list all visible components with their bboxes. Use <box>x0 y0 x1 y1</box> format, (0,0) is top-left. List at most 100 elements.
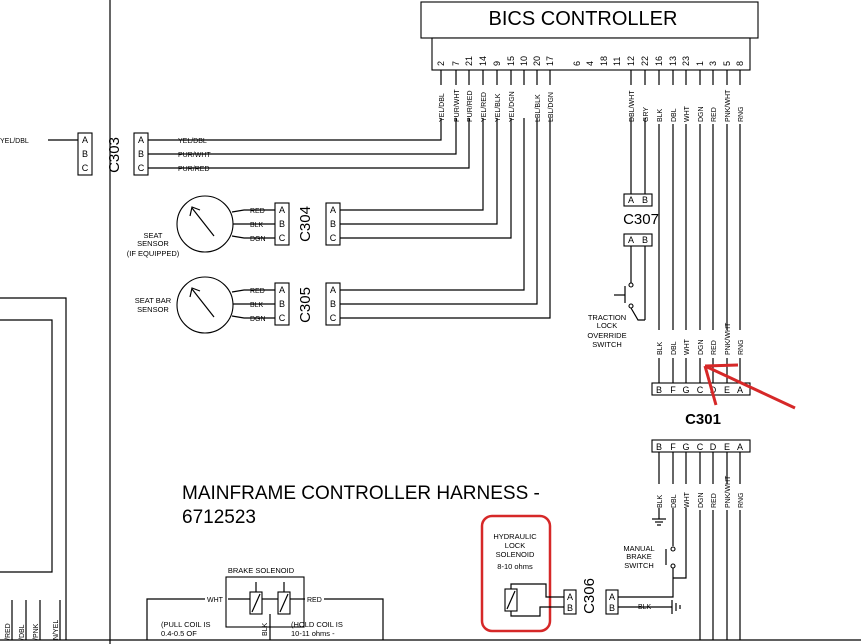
c301-upper-wire-label: DGN <box>698 339 705 355</box>
c306-wire-blk-label: BLK <box>638 604 652 611</box>
manual-brake-switch-label-2: BRAKE <box>626 552 651 561</box>
controller-pin-number: 1 <box>695 61 705 66</box>
brake-solenoid-hold-coil-slash <box>279 593 289 613</box>
c306-left-pin-a: A <box>567 592 573 602</box>
c303-right-pin-a: A <box>138 135 144 145</box>
brake-solenoid-wire-red <box>324 598 384 640</box>
c304-label: C304 <box>297 206 314 242</box>
c303-left-pin-b: B <box>82 149 88 159</box>
seat-sensor-wire-red <box>231 209 275 213</box>
c304-left-pin-block <box>274 202 290 246</box>
c301-lower-wire-label: PNK/WHT <box>725 475 732 508</box>
c303-wire-b-label: PUR/WHT <box>178 152 211 159</box>
controller-pin-number: 10 <box>519 56 529 66</box>
c304-left-pin-a: A <box>279 205 285 215</box>
hydraulic-solenoid-highlight <box>480 514 552 633</box>
c305-left-pin-c: C <box>279 313 286 323</box>
seat-bar-sensor-wire-red <box>231 289 275 293</box>
brake-solenoid-housing <box>225 576 305 628</box>
c301-upper-wire-label: DBL <box>671 341 678 355</box>
c304-right-pin-a: A <box>330 205 336 215</box>
hydraulic-solenoid-wire-a <box>510 583 564 598</box>
controller-pin-number: 6 <box>572 61 582 66</box>
c306-wire-to-brake-switch <box>618 578 674 598</box>
brake-hold-note-1: (HOLD COIL IS <box>291 620 343 629</box>
bics-controller-pin-header <box>431 37 751 71</box>
hydraulic-solenoid-label-1: HYDRAULIC <box>493 532 537 541</box>
c305-right-pin-a: A <box>330 285 336 295</box>
seat-bar-sensor-arrowhead <box>189 287 201 298</box>
controller-pin-number: 17 <box>545 56 555 66</box>
seat-sensor-wire-blk-label: BLK <box>250 222 264 229</box>
c301-lower-wire-label: DGN <box>698 492 705 508</box>
controller-wire-label: LBL/DGN <box>548 92 555 122</box>
seat-sensor-label-2: SENSOR <box>137 239 169 248</box>
c303-wire-c <box>148 118 470 169</box>
c304-left-pin-b: B <box>279 219 285 229</box>
controller-wire-label: YEL/RED <box>481 92 488 122</box>
manual-brake-switch-return <box>673 508 687 579</box>
c303-left-pin-c: C <box>82 163 89 173</box>
seat-sensor-needle <box>191 207 215 237</box>
c305-right-pin-c: C <box>330 313 337 323</box>
seat-sensor-wire-dgn-label: DGN <box>250 236 266 243</box>
c305-wire-c <box>340 118 551 319</box>
manual-brake-switch-label-3: SWITCH <box>624 561 654 570</box>
c304-left-pin-c: C <box>279 233 286 243</box>
left-frame-inner <box>0 319 53 573</box>
controller-wire-label: GRY <box>643 107 650 122</box>
controller-wire-label: PUR/RED <box>467 90 474 122</box>
controller-pin-number: 22 <box>640 56 650 66</box>
c301-upper-pin: E <box>724 385 730 395</box>
brake-solenoid-pull-coil-slash <box>251 593 261 613</box>
seat-bar-sensor-wire-blk-label: BLK <box>250 302 264 309</box>
controller-pin-number: 9 <box>492 61 502 66</box>
seat-sensor-arrowhead <box>189 206 201 217</box>
c304-wire-a <box>340 118 484 211</box>
brake-solenoid-wire-wht-label: WHT <box>207 597 224 604</box>
seat-bar-sensor-wire-dgn <box>231 315 275 319</box>
c301-upper-pin: G <box>682 385 689 395</box>
seat-bar-sensor-label-2: SENSOR <box>137 305 169 314</box>
controller-pin-number: 15 <box>506 56 516 66</box>
left-fragment-label-4: N/YEL <box>53 620 60 640</box>
hydraulic-solenoid-wire-b <box>510 606 564 617</box>
c301-lower-wire-label: WHT <box>684 491 691 508</box>
seat-bar-sensor-needle <box>191 288 215 318</box>
seat-bar-sensor-wire-red-label: RED <box>250 288 265 295</box>
c301-lower-pin: D <box>710 442 717 452</box>
c306-left-block <box>563 589 577 615</box>
bics-controller-title: BICS CONTROLLER <box>489 8 678 30</box>
controller-pin-number: 12 <box>626 56 636 66</box>
controller-pin-number: 14 <box>478 56 488 66</box>
c301-lower-pin: F <box>670 442 676 452</box>
controller-wire-label: RED <box>711 107 718 122</box>
c303-left-pin-block <box>77 132 93 176</box>
harness-title: MAINFRAME CONTROLLER HARNESS - <box>182 483 540 504</box>
c301-upper-wire-label: BLK <box>657 341 664 355</box>
c305-wire-b <box>340 118 538 305</box>
c301-label: C301 <box>685 411 721 428</box>
c303-wire-c-label: PUR/RED <box>178 166 210 173</box>
manual-brake-switch-contact-bottom <box>670 563 676 569</box>
brake-solenoid-wire-wht <box>146 598 205 640</box>
controller-wire-label: PUR/WHT <box>454 89 461 122</box>
controller-wire-label: BLK <box>657 108 664 122</box>
seat-sensor-label-1: SEAT <box>143 231 162 240</box>
c301-upper-wire-label: PNK/WHT <box>725 322 732 355</box>
c301-lower-block <box>651 439 751 453</box>
controller-pin-number: 16 <box>654 56 664 66</box>
c303-label: C303 <box>106 137 123 173</box>
controller-pin-number: 7 <box>451 61 461 66</box>
brake-pull-note-2: 0.4-0.5 OF <box>161 629 197 638</box>
c303-right-pin-b: B <box>138 149 144 159</box>
c301-upper-pin: A <box>737 385 743 395</box>
c304-wire-c <box>340 118 512 239</box>
c307-upper-pin-b: B <box>642 195 648 205</box>
controller-wire-label: RNG <box>738 106 745 122</box>
controller-wire-label: YEL/DGN <box>509 91 516 122</box>
c305-left-pin-a: A <box>279 285 285 295</box>
